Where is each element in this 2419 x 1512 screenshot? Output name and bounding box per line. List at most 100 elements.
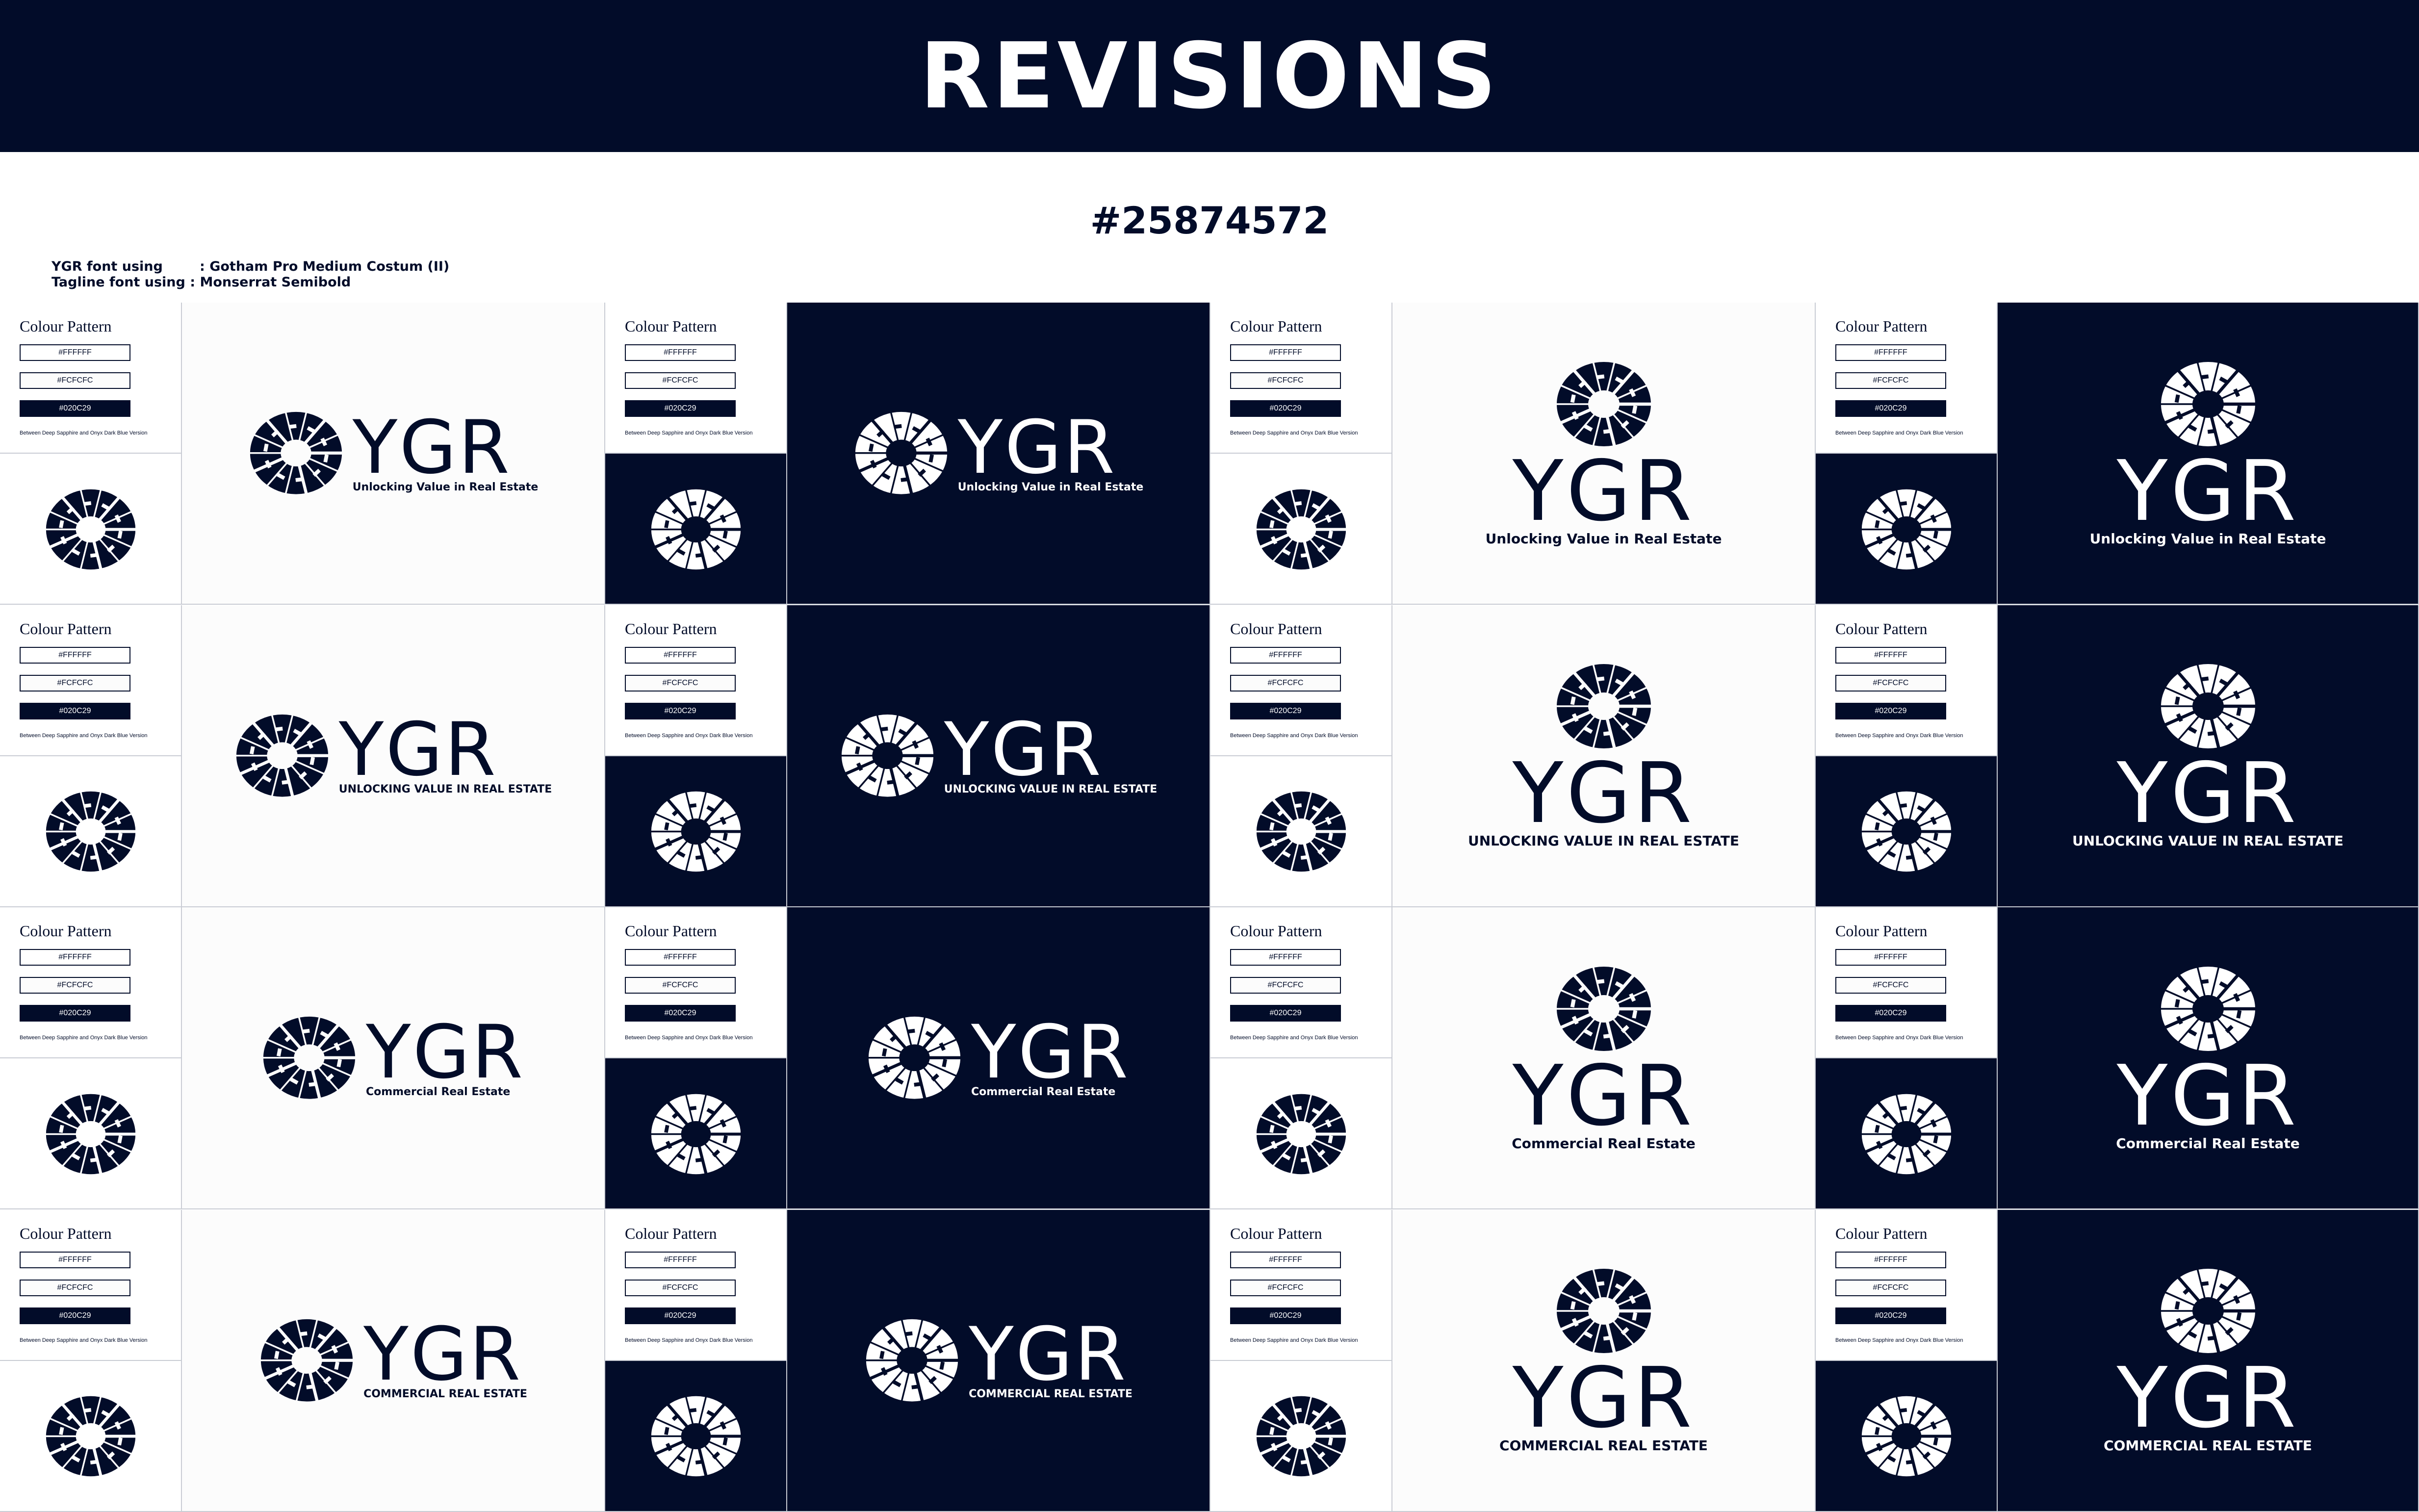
palette-note: Between Deep Sapphire and Onyx Dark Blue… [625, 1035, 753, 1041]
brand-wordmark: YGR [1512, 1047, 1695, 1145]
brand-wordmark: YGR [957, 405, 1117, 490]
palette-note: Between Deep Sapphire and Onyx Dark Blue… [1835, 732, 1963, 739]
page-title: REVISIONS [919, 23, 1500, 129]
ygr-emblem-icon [1859, 1092, 1953, 1176]
ygr-emblem-icon [649, 790, 743, 873]
swatch-offwhite: #FCFCFC [625, 372, 736, 389]
brand-wordmark: YGR [969, 1312, 1128, 1397]
tagline: Unlocking Value in Real Estate [352, 481, 539, 493]
tagline: UNLOCKING VALUE IN REAL ESTATE [1467, 833, 1740, 849]
swatch-offwhite: #FCFCFC [625, 977, 736, 994]
swatch-navy: #020C29 [625, 1005, 736, 1022]
colour-pattern-title: Colour Pattern [1230, 317, 1322, 335]
colour-pattern-title: Colour Pattern [20, 1224, 112, 1242]
palette-note: Between Deep Sapphire and Onyx Dark Blue… [1230, 430, 1358, 436]
brand-wordmark: YGR [365, 1009, 525, 1095]
colour-pattern-title: Colour Pattern [1230, 1224, 1322, 1242]
tagline: COMMERCIAL REAL ESTATE [969, 1388, 1132, 1400]
brand-wordmark: YGR [944, 707, 1103, 793]
swatch-white: #FFFFFF [625, 344, 736, 361]
ygr-emblem-icon [1859, 1394, 1953, 1478]
swatch-offwhite: #FCFCFC [625, 674, 736, 692]
swatch-white: #FFFFFF [625, 949, 736, 966]
header-banner: REVISIONS [0, 0, 2419, 152]
emblem-preview [1816, 454, 1997, 604]
swatch-navy: #020C29 [1230, 400, 1341, 417]
swatch-navy: #020C29 [1230, 1005, 1341, 1022]
swatch-white: #FFFFFF [625, 1251, 736, 1268]
ygr-emblem-icon [1859, 790, 1953, 873]
emblem-preview [1210, 1360, 1391, 1511]
ygr-emblem-icon [853, 410, 949, 496]
swatch-navy: #020C29 [625, 400, 736, 417]
ygr-emblem-icon [1554, 964, 1653, 1053]
swatch-navy: #020C29 [625, 1307, 736, 1324]
subheader: #25874572 YGR font using : Gotham Pro Me… [0, 152, 2419, 303]
ygr-emblem-icon [1859, 487, 1953, 571]
brand-wordmark: YGR [352, 405, 512, 490]
tagline: COMMERCIAL REAL ESTATE [363, 1388, 527, 1400]
colour-pattern-title: Colour Pattern [1835, 1224, 1928, 1242]
swatch-offwhite: #FCFCFC [1230, 977, 1341, 994]
palette-note: Between Deep Sapphire and Onyx Dark Blue… [1835, 1337, 1963, 1343]
tagline: COMMERCIAL REAL ESTATE [2104, 1437, 2312, 1454]
ygr-emblem-icon [2159, 1267, 2257, 1355]
swatch-white: #FFFFFF [1835, 949, 1946, 966]
palette-note: Between Deep Sapphire and Onyx Dark Blue… [1230, 732, 1358, 739]
colour-pattern-title: Colour Pattern [20, 922, 112, 940]
brand-wordmark: YGR [363, 1312, 523, 1397]
swatch-navy: #020C29 [1835, 1307, 1946, 1324]
emblem-preview [605, 756, 786, 906]
swatch-white: #FFFFFF [1835, 646, 1946, 664]
swatch-navy: #020C29 [1230, 702, 1341, 719]
ygr-emblem-icon [1554, 359, 1653, 448]
emblem-preview [0, 756, 181, 906]
tagline: Commercial Real Estate [365, 1085, 511, 1098]
tagline: Unlocking Value in Real Estate [957, 481, 1144, 493]
swatch-navy: #020C29 [1230, 1307, 1341, 1324]
emblem-preview [1816, 1360, 1997, 1511]
emblem-preview [605, 1058, 786, 1208]
swatch-white: #FFFFFF [1835, 344, 1946, 361]
font-info-tagline: Tagline font using : Monserrat Semibold [51, 275, 351, 290]
emblem-preview [605, 1360, 786, 1511]
emblem-preview [1816, 756, 1997, 906]
ygr-emblem-icon [866, 1015, 962, 1101]
tagline: UNLOCKING VALUE IN REAL ESTATE [2072, 833, 2344, 849]
swatch-navy: #020C29 [20, 702, 130, 719]
brand-wordmark: YGR [2116, 442, 2299, 540]
swatch-white: #FFFFFF [20, 646, 130, 664]
ygr-emblem-icon [234, 712, 330, 799]
tagline: UNLOCKING VALUE IN REAL ESTATE [944, 783, 1158, 795]
emblem-preview [0, 1058, 181, 1208]
ygr-emblem-icon [44, 1092, 137, 1176]
colour-pattern-title: Colour Pattern [20, 619, 112, 638]
swatch-offwhite: #FCFCFC [1230, 1279, 1341, 1296]
ygr-emblem-icon [1254, 790, 1348, 873]
swatch-white: #FFFFFF [1230, 1251, 1341, 1268]
